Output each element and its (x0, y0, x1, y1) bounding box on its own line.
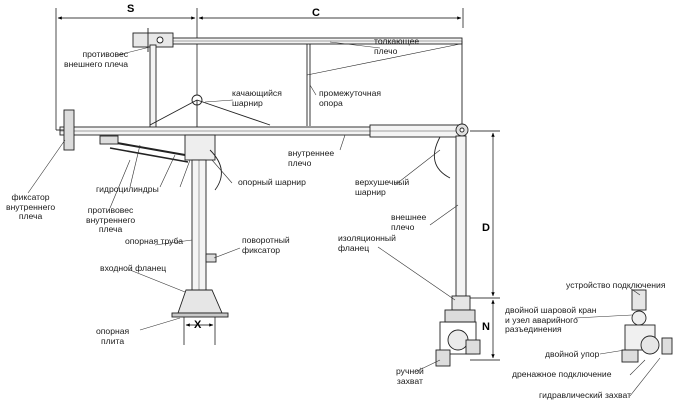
label-hydraulic-grip: гидравлический захват (539, 390, 632, 400)
label-support-plate: опорная плита (96, 326, 130, 346)
label-support-pipe: опорная труба (125, 236, 184, 246)
label-swing-joint: качающийся шарнир (232, 88, 282, 108)
arm-structure (56, 28, 673, 367)
label-inner-arm-lock: фиксатор внутреннего плеча (6, 192, 56, 222)
label-inner-arm: внутреннее плечо (288, 148, 335, 168)
label-manual-grip: ручной захват (396, 366, 424, 386)
label-double-stop: двойной упор (545, 349, 600, 359)
label-apex-joint: верхушечный шарнир (355, 177, 410, 197)
label-intermediate-support: промежуточная опора (319, 88, 382, 108)
label-insulating-flange: изоляционный фланец (338, 233, 396, 253)
label-pushing-arm: толкающее плечо (374, 36, 420, 56)
label-drain-connection: дренажное подключение (512, 369, 612, 379)
dimension-n: N (482, 321, 490, 333)
dimension-d: D (482, 222, 490, 234)
label-inlet-flange: входной фланец (100, 263, 167, 273)
label-support-joint: опорный шарнир (238, 177, 306, 187)
dimension-s: S (127, 3, 135, 15)
leader-lines (27, 41, 661, 397)
label-hydraulic-cylinders: гидроцилиндры (96, 184, 159, 194)
label-double-ball-valve: двойной шаровой кран и узел аварийного р… (505, 305, 597, 335)
label-rotary-lock: поворотный фиксатор (242, 235, 290, 255)
dimension-c: C (312, 7, 320, 19)
label-connection-device: устройство подключения (566, 280, 666, 290)
label-inner-counterweight: противовес внутреннего плеча (86, 205, 136, 235)
label-outer-arm: внешнее плечо (391, 212, 427, 232)
label-outer-counterweight: противовес внешнего плеча (64, 49, 129, 69)
dimension-x: X (194, 319, 202, 331)
